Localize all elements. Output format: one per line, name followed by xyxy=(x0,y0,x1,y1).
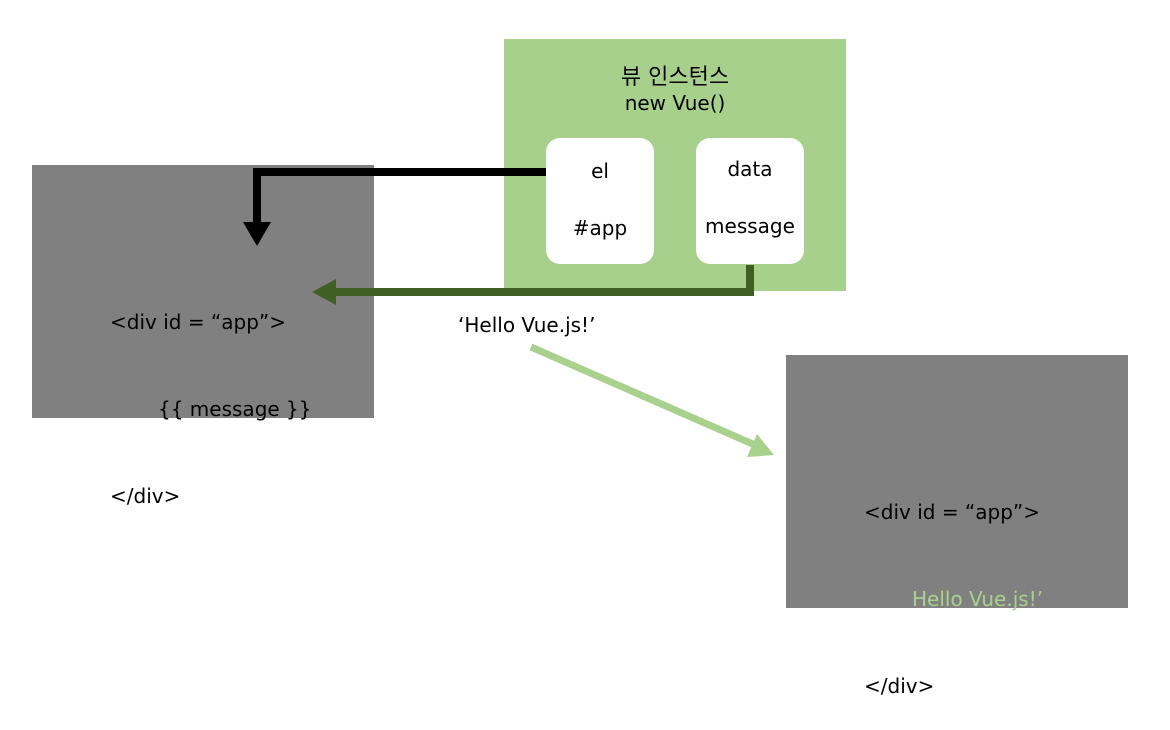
vue-instance-box: 뷰 인스턴스 new Vue() el #app data message xyxy=(504,39,846,291)
template-line-close: </div> xyxy=(110,484,181,508)
el-label: el xyxy=(591,159,609,183)
result-box xyxy=(786,355,1128,608)
template-line-open: <div id = “app”> xyxy=(110,310,287,334)
data-value: message xyxy=(705,214,795,238)
template-line-mustache: {{ message }} xyxy=(158,397,312,421)
template-code: <div id = “app”> {{ message }} </div> xyxy=(110,250,312,540)
data-value-label: ‘Hello Vue.js!’ xyxy=(458,313,596,337)
el-value: #app xyxy=(572,216,628,240)
vue-instance-title: 뷰 인스턴스 xyxy=(620,65,730,90)
value-to-result-arrow xyxy=(529,343,757,449)
result-line-open: <div id = “app”> xyxy=(864,500,1041,524)
vue-instance-constructor: new Vue() xyxy=(624,91,726,115)
result-line-close: </div> xyxy=(864,674,935,698)
result-code: <div id = “app”> Hello Vue.js!’ </div> xyxy=(864,440,1043,730)
result-line-message: Hello Vue.js!’ xyxy=(912,587,1044,611)
result-arrowhead xyxy=(747,434,774,457)
el-option-card: el #app xyxy=(546,138,654,264)
data-label: data xyxy=(727,157,773,181)
data-option-card: data message xyxy=(696,138,804,264)
